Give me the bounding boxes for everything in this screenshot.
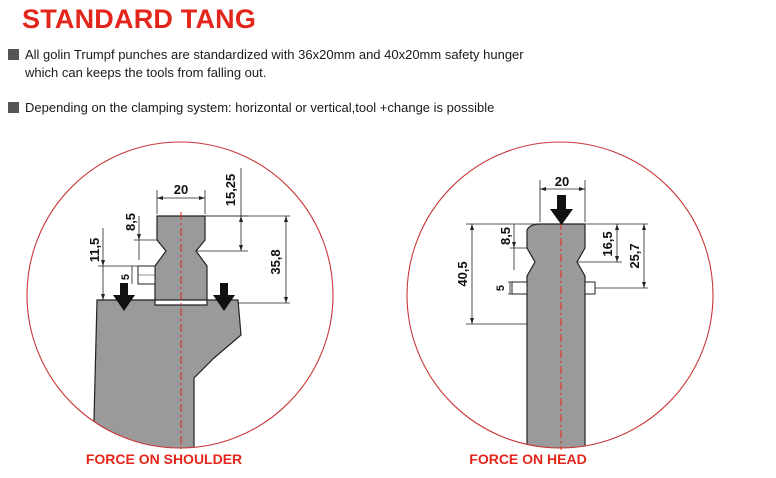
right-dim-side: 25,7 [627,243,642,268]
left-dim-total: 35,8 [268,249,283,274]
right-safety-pin-right [584,281,596,295]
bullet-square-icon [8,49,19,60]
bullet-square-icon [8,102,19,113]
right-detail-circle [406,141,714,449]
left-force-arrow-left [113,283,135,311]
left-dim-pin: 5 [120,274,132,280]
right-dim-mid: 16,5 [600,231,615,256]
left-caption: FORCE ON SHOULDER [86,451,242,467]
left-detail-circle [26,141,334,449]
left-force-arrow-right [213,283,235,311]
left-dim-width: 20 [174,182,188,197]
right-dim-width: 20 [555,174,569,189]
bullet-text: Depending on the clamping system: horizo… [25,100,495,115]
right-dim-groove: 8,5 [498,227,513,245]
bullet-item-safety-hunger: All golin Trumpf punches are standardize… [8,46,524,82]
left-dim-groove: 8,5 [123,213,138,231]
bullet-text: All golin Trumpf punches are standardize… [25,47,524,80]
right-dim-pin: 5 [495,285,507,291]
left-dim-top-height: 15,25 [223,174,238,207]
right-dim-total: 40,5 [455,261,470,286]
page-title: STANDARD TANG [22,4,257,34]
bullet-item-clamping: Depending on the clamping system: horizo… [8,99,494,117]
left-diagram: 20 15,25 35,8 8,5 11,5 5 FORCE ON SHOULD… [26,141,334,467]
left-tool-body [92,299,242,448]
right-caption: FORCE ON HEAD [469,451,586,467]
right-force-arrow [550,195,573,225]
left-dim-shoulder: 11,5 [87,238,102,263]
right-diagram: 20 40,5 8,5 5 16,5 25,7 FORCE ON HEAD [406,141,714,467]
right-tool-shape [526,223,586,448]
right-safety-pin-left [511,281,528,295]
